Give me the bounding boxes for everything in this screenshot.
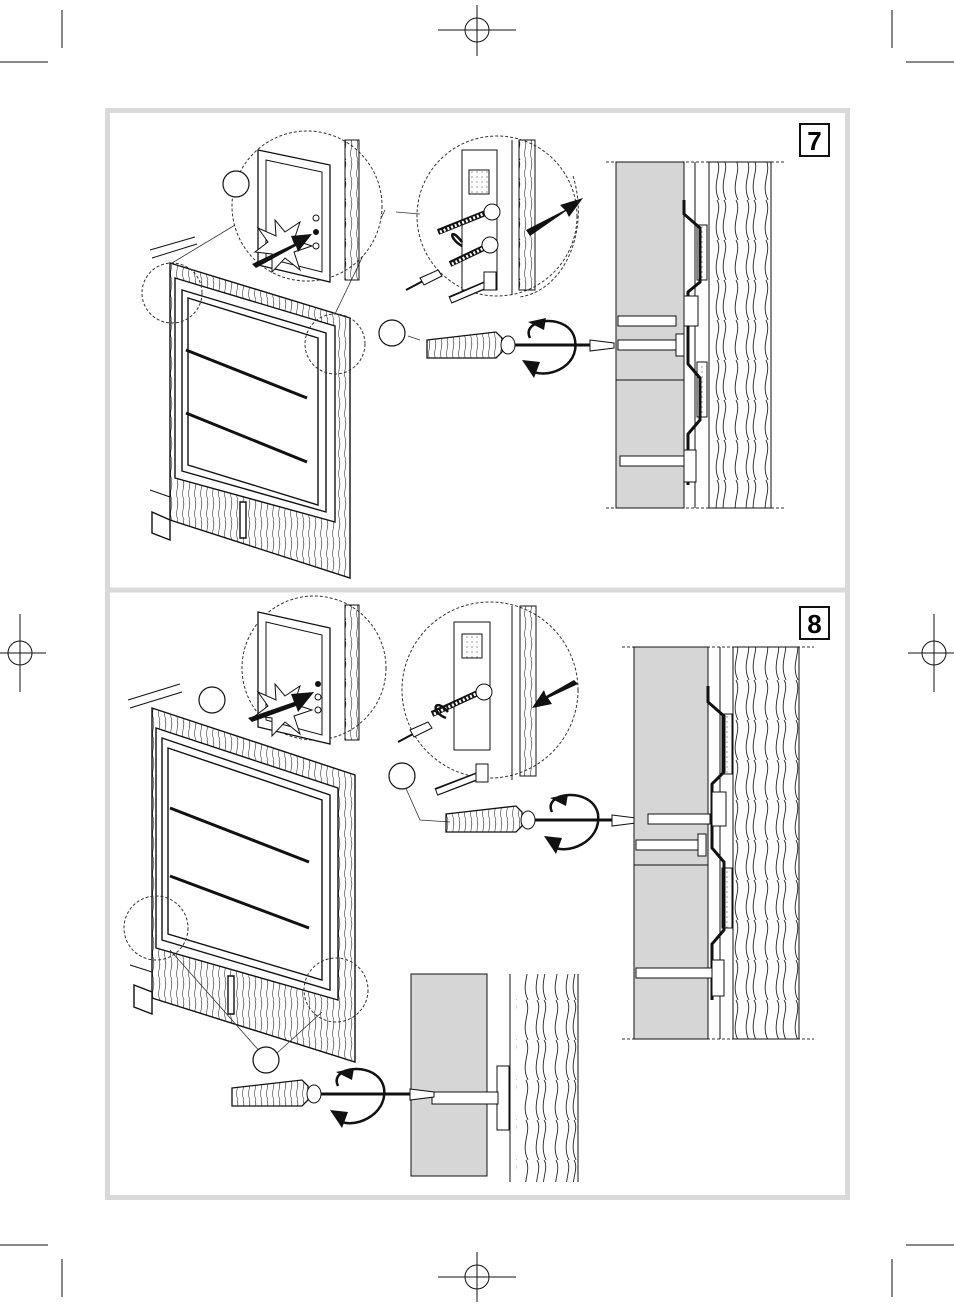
callout-number-marker bbox=[389, 763, 415, 789]
screwdriver-icon bbox=[427, 332, 614, 358]
step-label: 7 bbox=[807, 126, 821, 156]
step-label-box: 8 bbox=[800, 607, 829, 639]
wall-cross-section bbox=[606, 162, 784, 508]
registration-mark-right bbox=[908, 614, 954, 692]
panel-step-7: 7 bbox=[142, 124, 829, 578]
detail-bolt-tighten bbox=[398, 602, 578, 792]
registration-mark-left bbox=[0, 614, 46, 692]
detail-bolt-loosen bbox=[406, 136, 583, 300]
callout-number-marker bbox=[223, 171, 249, 197]
callout-number-marker bbox=[199, 687, 225, 713]
step-label-box: 7 bbox=[800, 124, 829, 156]
detail-impact bbox=[232, 131, 382, 282]
callout-number-marker bbox=[253, 1047, 279, 1073]
callout-number-marker bbox=[379, 320, 405, 346]
panel-step-8: 8 bbox=[124, 596, 829, 1182]
registration-mark-bottom bbox=[438, 1252, 516, 1302]
registration-mark-top bbox=[438, 5, 516, 56]
detail-impact bbox=[242, 596, 386, 744]
step-label: 8 bbox=[807, 609, 821, 639]
wall-cross-section-bottom bbox=[411, 974, 578, 1182]
appliance-door bbox=[150, 237, 350, 578]
screwdriver-icon bbox=[446, 806, 636, 832]
wall-cross-section bbox=[622, 647, 814, 1039]
callout-leader bbox=[396, 212, 420, 340]
screwdriver-icon bbox=[232, 1080, 434, 1106]
